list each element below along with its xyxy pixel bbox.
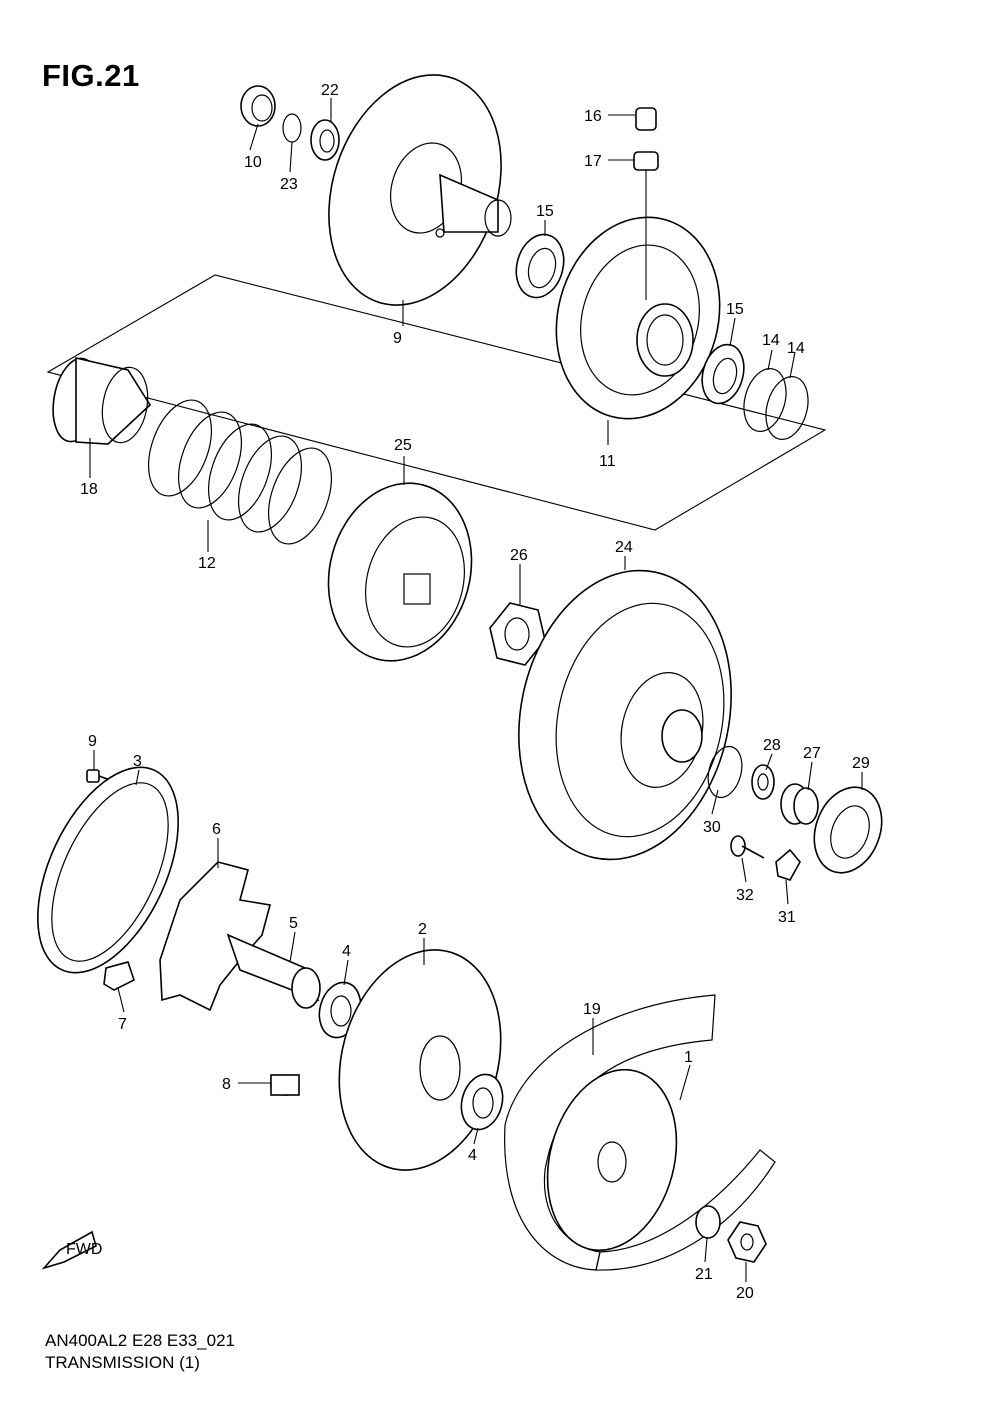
- part-2-movable-drive-face: [338, 949, 502, 1171]
- part-23-circlip: [282, 113, 302, 143]
- part-21-washer: [695, 1205, 721, 1239]
- part-14-o-ring-a: [743, 368, 787, 432]
- part-11-needle-bearing: [240, 85, 276, 127]
- part-14-o-ring-b: [765, 376, 809, 440]
- callout-12: 11: [599, 453, 616, 470]
- callout-15-a: 15: [536, 203, 554, 220]
- callout-4-b: 4: [468, 1147, 477, 1164]
- part-13-driven-spring: [148, 399, 332, 545]
- part-4-bearing-b: [460, 1073, 504, 1131]
- callout-9: 9: [88, 733, 97, 750]
- footer-code: AN400AL2 E28 E33_021: [45, 1331, 235, 1350]
- callout-14-b: 14: [787, 340, 805, 357]
- callout-15-b: 15: [726, 301, 744, 318]
- callout-20: 20: [736, 1285, 754, 1302]
- part-18-spring-seat: [52, 356, 152, 445]
- part-1-fixed-drive-face: [546, 1068, 678, 1252]
- callout-11: 10: [244, 154, 262, 171]
- figure-title: FIG.21: [42, 58, 140, 93]
- part-19-drive-belt-lower: [595, 1149, 776, 1271]
- part-32-screw: [730, 835, 765, 859]
- diagram-footer: AN400AL2 E28 E33_021 TRANSMISSION (1): [45, 1330, 235, 1374]
- callout-13: 12: [198, 555, 216, 572]
- part-3-cover-plate: [37, 766, 179, 974]
- part-29-bearing: [813, 786, 883, 874]
- callout-1: 1: [684, 1049, 693, 1066]
- part-31-plate: [775, 848, 801, 881]
- callout-4-a: 4: [342, 943, 351, 960]
- callout-29: 29: [852, 755, 870, 772]
- callout-32: 32: [736, 887, 754, 904]
- part-30-o-ring: [707, 745, 743, 799]
- part-27-spacer: [780, 783, 819, 825]
- callout-5: 5: [289, 915, 298, 932]
- callout-16: 16: [584, 108, 602, 125]
- callout-21: 21: [695, 1266, 713, 1283]
- part-17-collar: [633, 151, 659, 171]
- callout-18: 18: [80, 481, 98, 498]
- callout-31: 31: [778, 909, 796, 926]
- callout-24: 24: [615, 539, 633, 556]
- part-8-collar: [270, 1074, 300, 1096]
- part-12-movable-driven-face: [555, 216, 721, 420]
- part-22-oil-seal: [310, 119, 340, 161]
- part-9-screw: [86, 769, 111, 783]
- part-15-oil-seal-b: [701, 343, 745, 405]
- callout-19: 19: [583, 1001, 601, 1018]
- callout-labels: 22 10 23 9 16 17 15 15 14 14 11 18 12 25…: [80, 82, 870, 1302]
- callout-7: 7: [118, 1016, 127, 1033]
- part-5-spacer-tube: [226, 933, 321, 1009]
- fwd-label: FWD: [66, 1241, 102, 1258]
- callout-17: 17: [584, 153, 602, 170]
- callout-14-a: 14: [762, 332, 780, 349]
- callout-8: 8: [222, 1076, 231, 1093]
- part-28-washer: [751, 764, 775, 800]
- part-7-slide-piece: [103, 961, 135, 991]
- callout-26: 26: [510, 547, 528, 564]
- part-16-pin: [635, 107, 657, 131]
- assembly-frame: [46, 274, 827, 531]
- callout-30: 30: [703, 819, 721, 836]
- callout-6: 6: [212, 821, 221, 838]
- callout-3: 3: [133, 753, 142, 770]
- part-24-clutch-housing: [518, 569, 732, 861]
- part-6-movable-drive-plate: [159, 861, 271, 1012]
- callout-28: 28: [763, 737, 781, 754]
- part-15-oil-seal-a: [515, 233, 565, 299]
- callout-23: 23: [280, 176, 298, 193]
- leader-lines: [89, 98, 863, 1282]
- callout-2: 2: [418, 921, 427, 938]
- part-20-nut: [727, 1221, 767, 1263]
- part-25-clutch-shoe-assy: [327, 482, 473, 662]
- footer-name: TRANSMISSION (1): [45, 1353, 200, 1372]
- part-10-driven-face: [328, 74, 512, 306]
- fwd-arrow-icon: FWD: [41, 1230, 102, 1270]
- callout-25: 25: [394, 437, 412, 454]
- callout-10: 9: [393, 330, 402, 347]
- callout-27: 27: [803, 745, 821, 762]
- callout-22: 22: [321, 82, 339, 99]
